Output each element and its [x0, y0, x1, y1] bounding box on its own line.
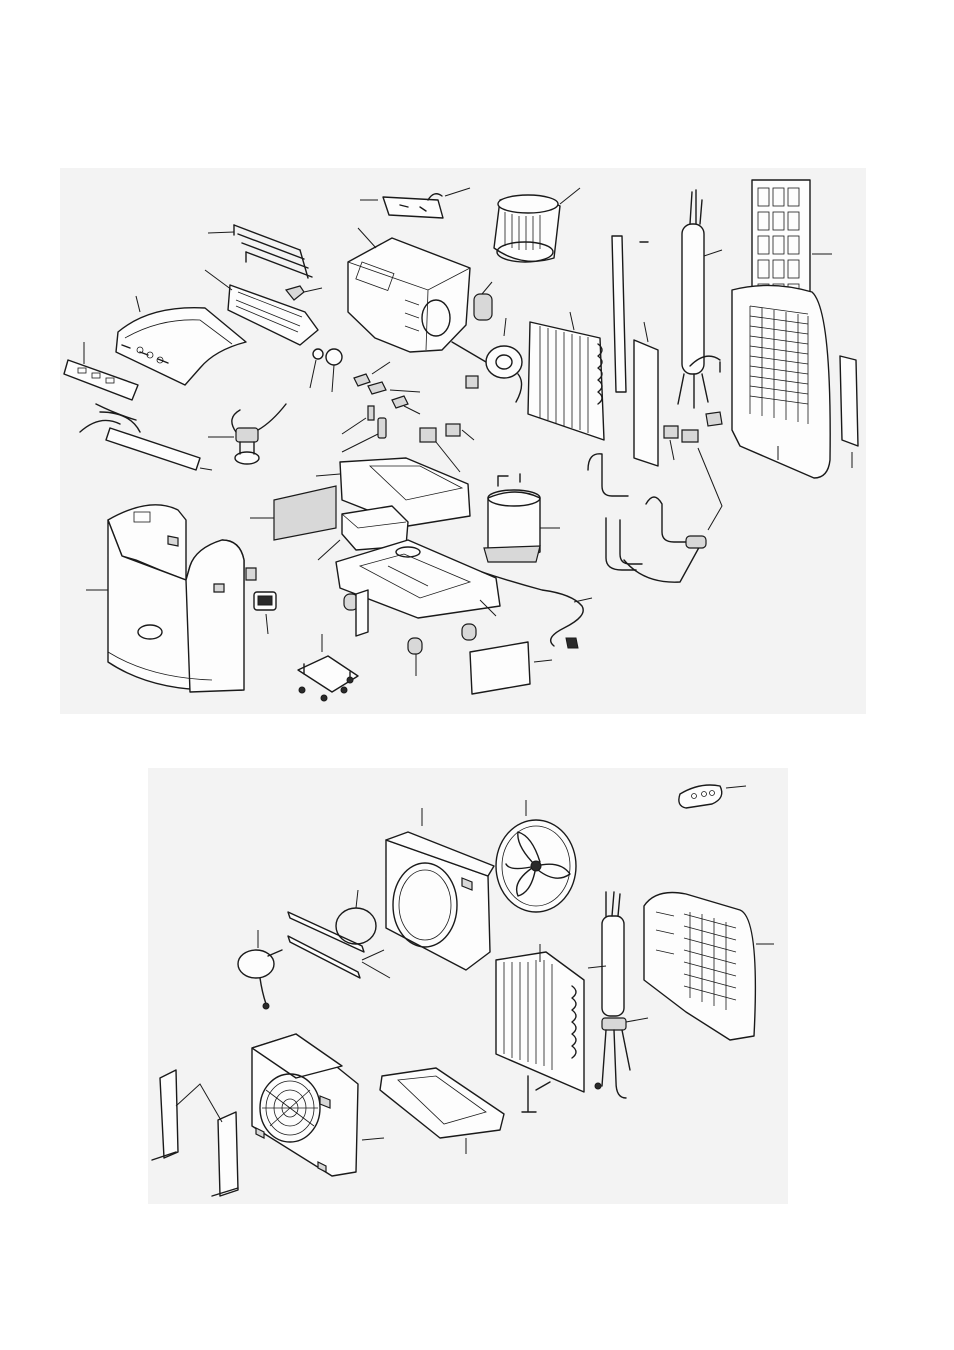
side-grille-panel	[643, 891, 774, 1041]
side-bracket	[611, 235, 659, 467]
swing-motor	[284, 285, 343, 393]
side-strip	[839, 355, 859, 468]
temperature-probe	[521, 1075, 551, 1113]
display-panel	[63, 342, 139, 401]
drain-tube	[677, 189, 723, 409]
cover-plate	[469, 641, 553, 695]
front-cabinet	[86, 504, 245, 693]
rear-panel	[731, 284, 831, 479]
condenser-fan-motor	[237, 930, 283, 1010]
refrigerant-pipes	[587, 447, 723, 583]
louver-blades	[207, 224, 313, 279]
top-cover	[115, 295, 247, 386]
remote-control	[678, 784, 747, 809]
hose-clamp	[335, 889, 377, 945]
support-brackets	[151, 1069, 239, 1197]
blower-housing	[347, 227, 471, 353]
fan-motor	[451, 317, 523, 403]
axial-fan-blade	[495, 800, 577, 913]
base-chassis	[335, 539, 501, 619]
drain-pump	[208, 403, 287, 465]
outdoor-cabinet	[251, 1033, 385, 1177]
wire-harness	[79, 403, 213, 471]
casters	[343, 589, 477, 676]
capacitor	[473, 281, 493, 321]
exhaust-tube	[587, 891, 649, 1099]
caster-bracket	[297, 634, 359, 702]
power-cord	[481, 571, 593, 649]
air-filter	[751, 179, 832, 303]
drain-tray	[379, 1067, 505, 1154]
blower-wheel	[493, 187, 581, 263]
switches	[353, 361, 479, 473]
fan-shroud	[385, 808, 495, 971]
rocker-switch	[245, 567, 277, 635]
insulation-pad	[250, 485, 337, 541]
sensors	[341, 405, 387, 453]
evaporator-coil	[527, 311, 605, 441]
louver-frame	[204, 269, 319, 346]
condenser-coil	[495, 944, 585, 1093]
seal-strips	[287, 911, 391, 979]
outdoor-unit-parts	[151, 784, 774, 1197]
main-unit-parts	[63, 179, 859, 702]
connectors	[663, 355, 723, 461]
control-board	[360, 187, 471, 219]
compressor	[483, 473, 560, 563]
